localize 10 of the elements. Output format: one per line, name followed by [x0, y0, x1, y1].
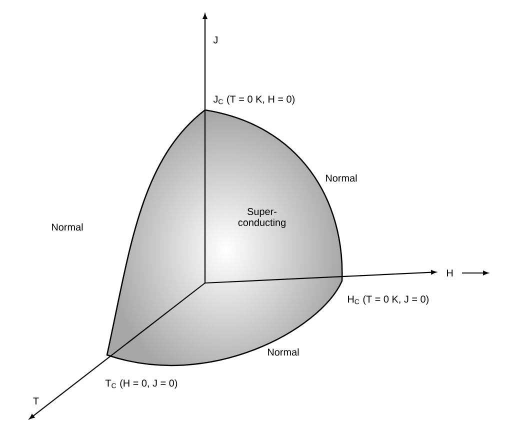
- region-label: Normal: [52, 223, 83, 231]
- point-label: T$_{C}$ (H = 0, J = 0): [105, 379, 178, 389]
- axis-label: T: [33, 398, 39, 404]
- point-label: J$_{C}$ (T = 0 K, H = 0): [213, 95, 294, 105]
- axis-label: H: [447, 270, 453, 276]
- region-label: Super- conducting: [238, 208, 286, 228]
- point-label: H$_{C}$ (T = 0 K, J = 0): [348, 295, 429, 305]
- axis-label: J: [213, 36, 218, 44]
- region-label: Normal: [326, 174, 357, 182]
- region-label: Normal: [268, 348, 299, 356]
